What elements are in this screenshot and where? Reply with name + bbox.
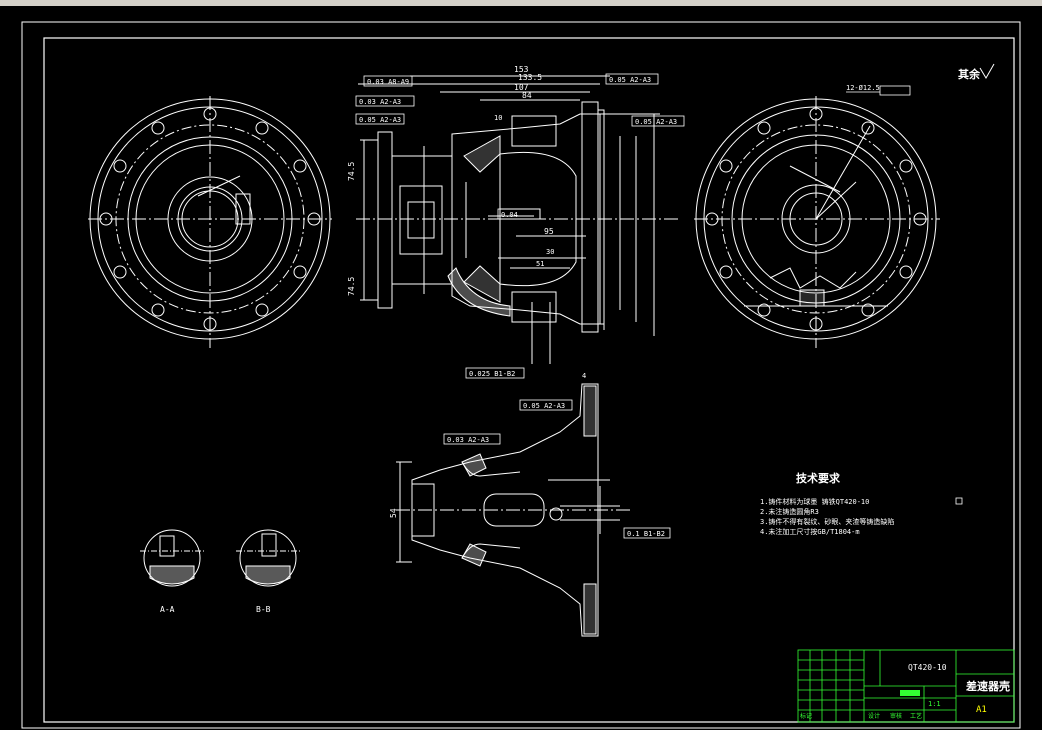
left-end-view <box>88 96 332 348</box>
tech-note-3: 3.铸件不得有裂纹、砂眼、夹渣等铸造缺陷 <box>760 517 894 526</box>
right-end-view <box>694 96 940 348</box>
lower-section-view <box>396 383 632 637</box>
dim-74-lower: 74.5 <box>347 277 356 296</box>
dim-74-upper: 74.5 <box>347 162 356 181</box>
lower-dim-4: 4 <box>582 372 586 380</box>
title-fill-block <box>900 690 920 696</box>
svg-text:0.03 A8-A9: 0.03 A8-A9 <box>367 78 409 86</box>
svg-text:0.04: 0.04 <box>501 211 518 219</box>
svg-text:0.05 A2-A3: 0.05 A2-A3 <box>635 118 677 126</box>
right-hole-note: 12-Ø12.5 <box>846 84 880 92</box>
title-scale: 1:1 <box>928 700 941 708</box>
dim-10: 10 <box>494 114 502 122</box>
dim-153: 153 <box>514 65 529 74</box>
svg-text:0.05 A2-A3: 0.05 A2-A3 <box>359 116 401 124</box>
gdt-frames-lower: 0.05 A2-A3 0.03 A2-A3 0.1 B1-B2 <box>443 399 671 539</box>
title-row-label-3: 审核 <box>890 712 902 720</box>
drawing-frame <box>43 37 1015 723</box>
title-row-label-2: 设计 <box>868 712 880 720</box>
title-material: QT420-10 <box>908 663 947 672</box>
lower-dim-54: 54 <box>389 508 398 518</box>
right-hole-gdt <box>879 85 911 96</box>
right-bolt-holes <box>705 107 927 331</box>
svg-text:0.03 A2-A3: 0.03 A2-A3 <box>447 436 489 444</box>
svg-text:0.03 A2-A3: 0.03 A2-A3 <box>359 98 401 106</box>
drawing-border <box>21 21 1021 729</box>
section-detail-left <box>140 529 204 587</box>
gdt-frames-main: 0.03 A8-A9 0.03 A2-A3 0.05 A2-A3 0.05 A2… <box>355 73 685 379</box>
main-section-view <box>356 75 680 364</box>
section-label-a: A-A <box>160 605 175 614</box>
svg-text:0.05 A2-A3: 0.05 A2-A3 <box>523 402 565 410</box>
title-row-label-1: 标记 <box>800 712 812 720</box>
dim-95: 95 <box>544 227 554 236</box>
tech-requirements: 技术要求 1.铸件材料为球墨 铸铁QT420-10 2.未注铸造圆角R3 3.铸… <box>760 471 894 536</box>
small-square-marker <box>955 497 963 505</box>
title-sheet: A1 <box>976 705 987 715</box>
dim-30: 30 <box>546 248 554 256</box>
section-detail-right <box>236 529 300 587</box>
tech-note-1: 1.铸件材料为球墨 铸铁QT420-10 <box>760 497 869 506</box>
svg-text:0.1 B1-B2: 0.1 B1-B2 <box>627 530 665 538</box>
tech-note-2: 2.未注铸造圆角R3 <box>760 507 819 516</box>
title-row-label-4: 工艺 <box>910 712 922 720</box>
dim-133: 133.5 <box>518 73 542 82</box>
cad-drawing-canvas[interactable]: 其余 <box>0 6 1042 730</box>
tech-title: 技术要求 <box>796 471 841 485</box>
svg-text:0.05 A2-A3: 0.05 A2-A3 <box>609 76 651 84</box>
roughness-note: 其余 <box>958 67 981 81</box>
window-top-bar <box>0 0 1042 6</box>
roughness-symbol-icon <box>979 63 995 79</box>
dim-51: 51 <box>536 260 544 268</box>
dim-84: 84 <box>522 91 532 100</box>
left-bolt-holes <box>99 107 321 331</box>
tech-note-4: 4.未注加工尺寸按GB/T1804-m <box>760 527 860 536</box>
section-label-b: B-B <box>256 605 271 614</box>
svg-text:0.025 B1-B2: 0.025 B1-B2 <box>469 370 515 378</box>
title-block <box>797 649 1015 723</box>
title-part-name: 差速器壳 <box>966 679 1010 693</box>
dim-107: 107 <box>514 83 529 92</box>
